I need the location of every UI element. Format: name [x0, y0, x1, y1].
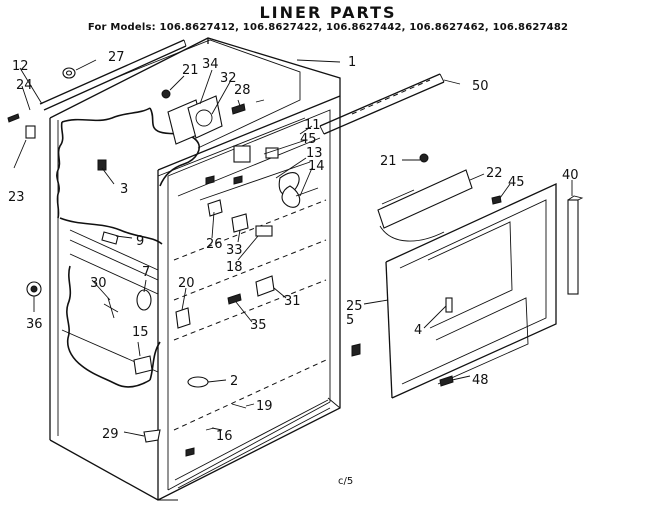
callout-9: 9 [136, 234, 144, 249]
callout-27: 27 [108, 50, 125, 65]
callout-numbers: 1 2 3 4 5 7 9 11 12 13 14 15 16 18 19 20… [8, 50, 579, 487]
callout-19: 19 [256, 399, 273, 414]
callout-18: 18 [226, 260, 243, 275]
callout-2: 2 [230, 374, 238, 389]
rail-50 [319, 73, 445, 135]
callout-5: 5 [346, 313, 354, 328]
callout-13: 13 [306, 146, 323, 161]
callout-45-upper: 45 [300, 132, 317, 147]
callout-25: 25 [346, 299, 363, 314]
callout-20: 20 [178, 276, 195, 291]
panel-25 [351, 182, 557, 399]
retainer-22 [377, 153, 502, 242]
cabinet-liner [49, 37, 341, 501]
cabinet-parts [7, 39, 319, 457]
callout-16: 16 [216, 429, 233, 444]
callout-3: 3 [120, 182, 128, 197]
callout-11: 11 [304, 118, 321, 133]
callout-28: 28 [234, 83, 251, 98]
callout-21-upper: 21 [182, 63, 199, 78]
callout-34: 34 [202, 57, 219, 72]
callout-22: 22 [486, 166, 503, 181]
insulation-outline [56, 107, 200, 388]
callout-40: 40 [562, 168, 579, 183]
callout-29: 29 [102, 427, 119, 442]
callout-1: 1 [348, 55, 356, 70]
callout-33: 33 [226, 243, 243, 258]
callout-36: 36 [26, 317, 43, 332]
models-subtitle: For Models: 106.8627412, 106.8627422, 10… [87, 22, 569, 33]
callout-50: 50 [472, 79, 489, 94]
strip-40 [567, 195, 584, 295]
callout-35: 35 [250, 318, 267, 333]
callout-4: 4 [414, 323, 422, 338]
footer-code: c/5 [338, 476, 353, 487]
callout-48: 48 [472, 373, 489, 388]
callout-14: 14 [308, 159, 325, 174]
callout-30: 30 [90, 276, 107, 291]
callout-7: 7 [142, 265, 150, 280]
callout-12: 12 [12, 59, 29, 74]
callout-32: 32 [220, 71, 237, 86]
callout-21-lower: 21 [380, 154, 397, 169]
callout-24: 24 [16, 78, 33, 93]
callout-31: 31 [284, 294, 301, 309]
leader-lines [13, 59, 573, 437]
page-title: LINER PARTS [259, 3, 397, 22]
callout-45-lower: 45 [508, 175, 525, 190]
callout-15: 15 [132, 325, 149, 340]
callout-26: 26 [206, 237, 223, 252]
callout-23: 23 [8, 190, 25, 205]
